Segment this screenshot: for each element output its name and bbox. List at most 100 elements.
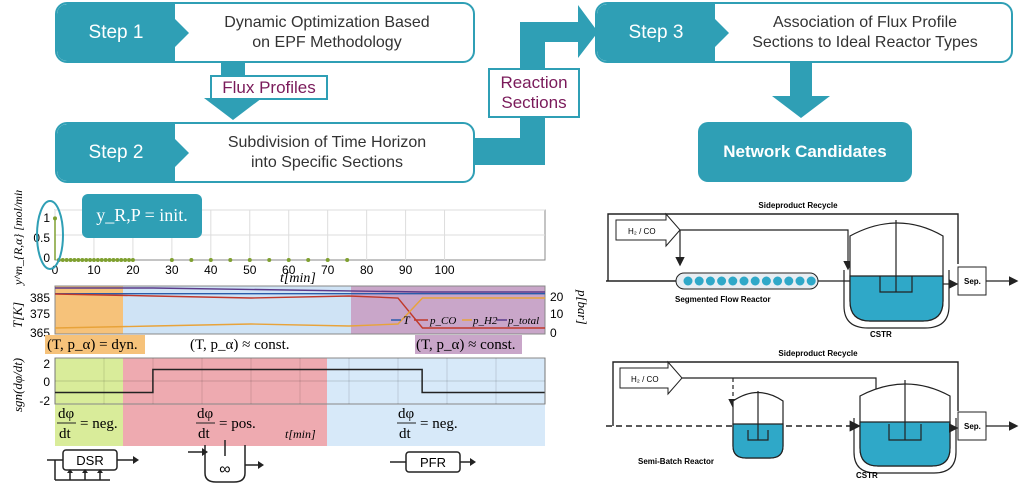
step3-tag: Step 3 [597,4,715,61]
plot1-point [72,258,77,262]
step3-text: Association of Flux Profile Sections to … [752,13,978,51]
step1-text: Dynamic Optimization Based on EPF Method… [224,13,430,51]
sfr-segment [728,276,738,286]
plot1-point [53,216,57,221]
plot1-point [60,258,65,262]
plot3-frame [54,357,546,405]
plot1-point [306,258,311,262]
plot1-point [267,258,272,262]
plot1-ylabel: y^m_{R,α} [mol/min] [11,190,25,286]
plot3-sign-line [55,368,545,394]
plot2-lines [54,287,545,329]
plot1-points [53,216,350,262]
plot3-grid [54,358,546,404]
plot3-ytick-0: 0 [43,375,50,389]
plot1-xtick: 70 [321,263,335,277]
network1-separator-label: Sep. [964,277,981,286]
frac-den-1: dt [59,426,72,442]
plot3-label-neg1: dφ dt = neg. [57,406,118,442]
plot1-point [111,258,116,262]
plot1-xtick: 100 [435,263,455,277]
plot1-xtick: 90 [399,263,413,277]
plot3-section-pos [123,358,327,446]
network2-feed: H₂ / CO [619,360,683,396]
plot1-point [95,258,100,262]
plot1-xtick: 30 [165,263,179,277]
legend-T: T [403,313,411,327]
plot2-ylabel-left: T[K] [10,302,25,328]
init-callout: y_R,P = init. [82,194,202,238]
network2-feed-label: H₂ / CO [631,375,659,384]
plot1-point [169,258,174,262]
sfr-segment [683,276,693,286]
network2: Sideproduct Recycle H₂ / CO Semi-Batch R… [606,349,1019,480]
plot1-point [64,258,69,262]
cstr-symbol: ∞ [188,440,264,483]
plot1-xlabel: t[min] [280,271,316,286]
plot3-section-label-neg2: = neg. [420,416,458,432]
step2-tag: Step 2 [57,124,175,181]
plot1-point [88,258,93,262]
sfr-segment [705,276,715,286]
init-callout-text: y_R,P = init. [96,205,188,225]
plot1-point [130,258,135,262]
sfr-segment [761,276,771,286]
plot2-ytick-r10: 10 [550,307,564,321]
pfr-label: PFR [420,455,446,470]
plot2-frame [54,285,546,335]
plot1-xtick: 20 [126,263,140,277]
plot2-label-bg-dyn [45,335,145,354]
plot2-legend: T p_CO p_H2 p_total [391,313,539,327]
plot1-point [228,258,233,262]
network2-separator [957,411,987,441]
plot3: 2 0 -2 sgn(dφ/dt) t[min] dφ dt = neg. dφ… [10,357,546,446]
plot2-series-p_CO [54,293,545,329]
plot3-ytick-m2: -2 [39,394,50,408]
plot1-xtick: 60 [282,263,296,277]
network2-reactor1-label: Semi-Batch Reactor [638,457,714,466]
plot2-label-bg-const2 [415,335,522,354]
sfr-segment [773,276,783,286]
plot3-section-neg2 [327,358,545,446]
plot2-ytick-r20: 20 [550,290,564,304]
plot1-point [103,258,108,262]
plot1-point [189,258,194,262]
frac-num-1: dφ [58,406,75,422]
plot1-highlight-ellipse [36,200,64,270]
step1-box: Step 1 Dynamic Optimization Based on EPF… [55,2,475,63]
plot1-ytick-0: 0 [43,251,50,265]
plot3-ytick-2: 2 [43,357,50,371]
network1-separator [957,266,987,296]
plot1-ytick-1: 1 [43,211,50,225]
frac-den-2: dt [198,426,211,442]
plot1-xtick: 0 [52,263,59,277]
plot1-point [115,258,120,262]
sfr-segment [795,276,805,286]
network1-cstr: CSTR [843,220,950,339]
plot2-ytick-r0: 0 [550,326,557,340]
plot3-xlabel: t[min] [285,427,316,441]
sfr-segment [806,276,816,286]
network1-feed: H₂ / CO [615,212,681,248]
plot2-ytick-375: 375 [30,307,50,321]
plot3-ylabel: sgn(dφ/dt) [10,358,25,412]
plot3-section-label-pos: = pos. [219,416,256,432]
pfr-symbol: PFR [390,451,476,473]
sfr-segment [717,276,727,286]
plot1-point [76,258,81,262]
plot2: 385 375 365 20 10 0 T[K] p[bar] T p_CO p… [10,285,590,354]
flux-profiles-label: Flux Profiles [210,75,328,100]
legend-ptotal: p_total [507,315,539,327]
frac-den-3: dt [399,426,412,442]
plot2-section-label-const2: (T, p_α) ≈ const. [416,337,516,353]
dsr-symbol: DSR [47,449,139,481]
plot1-ytick-05: 0.5 [33,231,50,245]
plot1-point [119,258,124,262]
legend-ph2: p_H2 [472,315,498,327]
plot1-point [99,258,104,262]
sfr-segment [694,276,704,286]
plot3-label-pos: dφ dt = pos. [196,406,256,442]
plot1-xtick: 40 [204,263,218,277]
sfr-segment [739,276,749,286]
